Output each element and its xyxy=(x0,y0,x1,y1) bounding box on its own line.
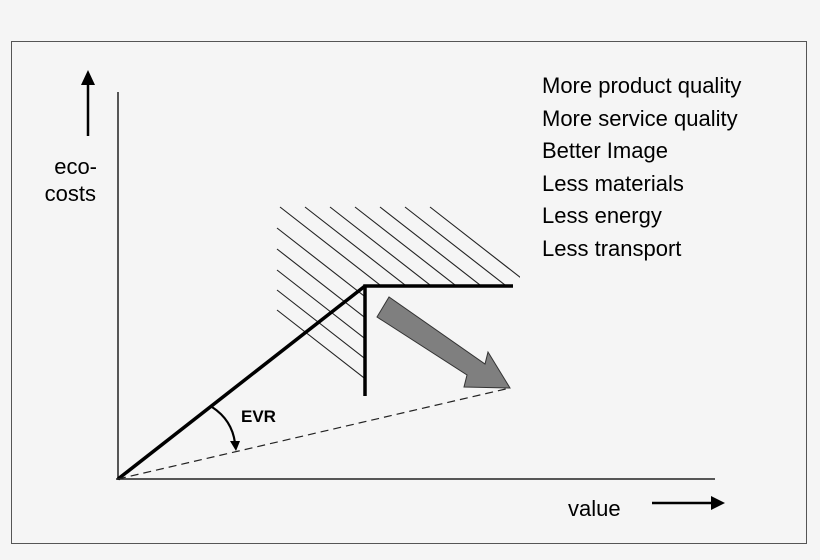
benefit-item: Less energy xyxy=(542,203,662,228)
diagram-frame xyxy=(11,41,807,544)
y-axis-label-line-1: eco- xyxy=(54,154,97,179)
benefit-item: More product quality xyxy=(542,73,742,98)
arrow-right-icon xyxy=(652,496,725,510)
improved-evr-line xyxy=(117,387,511,480)
y-axis-label: eco- costs xyxy=(0,153,100,207)
improvement-arrow-icon xyxy=(376,296,511,389)
y-axis-label-line-2: costs xyxy=(44,181,96,206)
benefit-item: Less transport xyxy=(542,235,682,261)
benefits-list: More product quality More service qualit… xyxy=(542,70,741,265)
evr-label: EVR xyxy=(241,407,276,426)
evr-angle-arc-icon xyxy=(211,406,240,451)
arrow-up-icon xyxy=(81,70,95,136)
x-axis-label: value xyxy=(568,496,621,521)
benefit-item: Less materials xyxy=(542,170,684,196)
evr-boundary xyxy=(116,284,513,481)
benefit-item: More service quality xyxy=(542,105,738,131)
benefit-item: Better Image xyxy=(542,138,668,163)
